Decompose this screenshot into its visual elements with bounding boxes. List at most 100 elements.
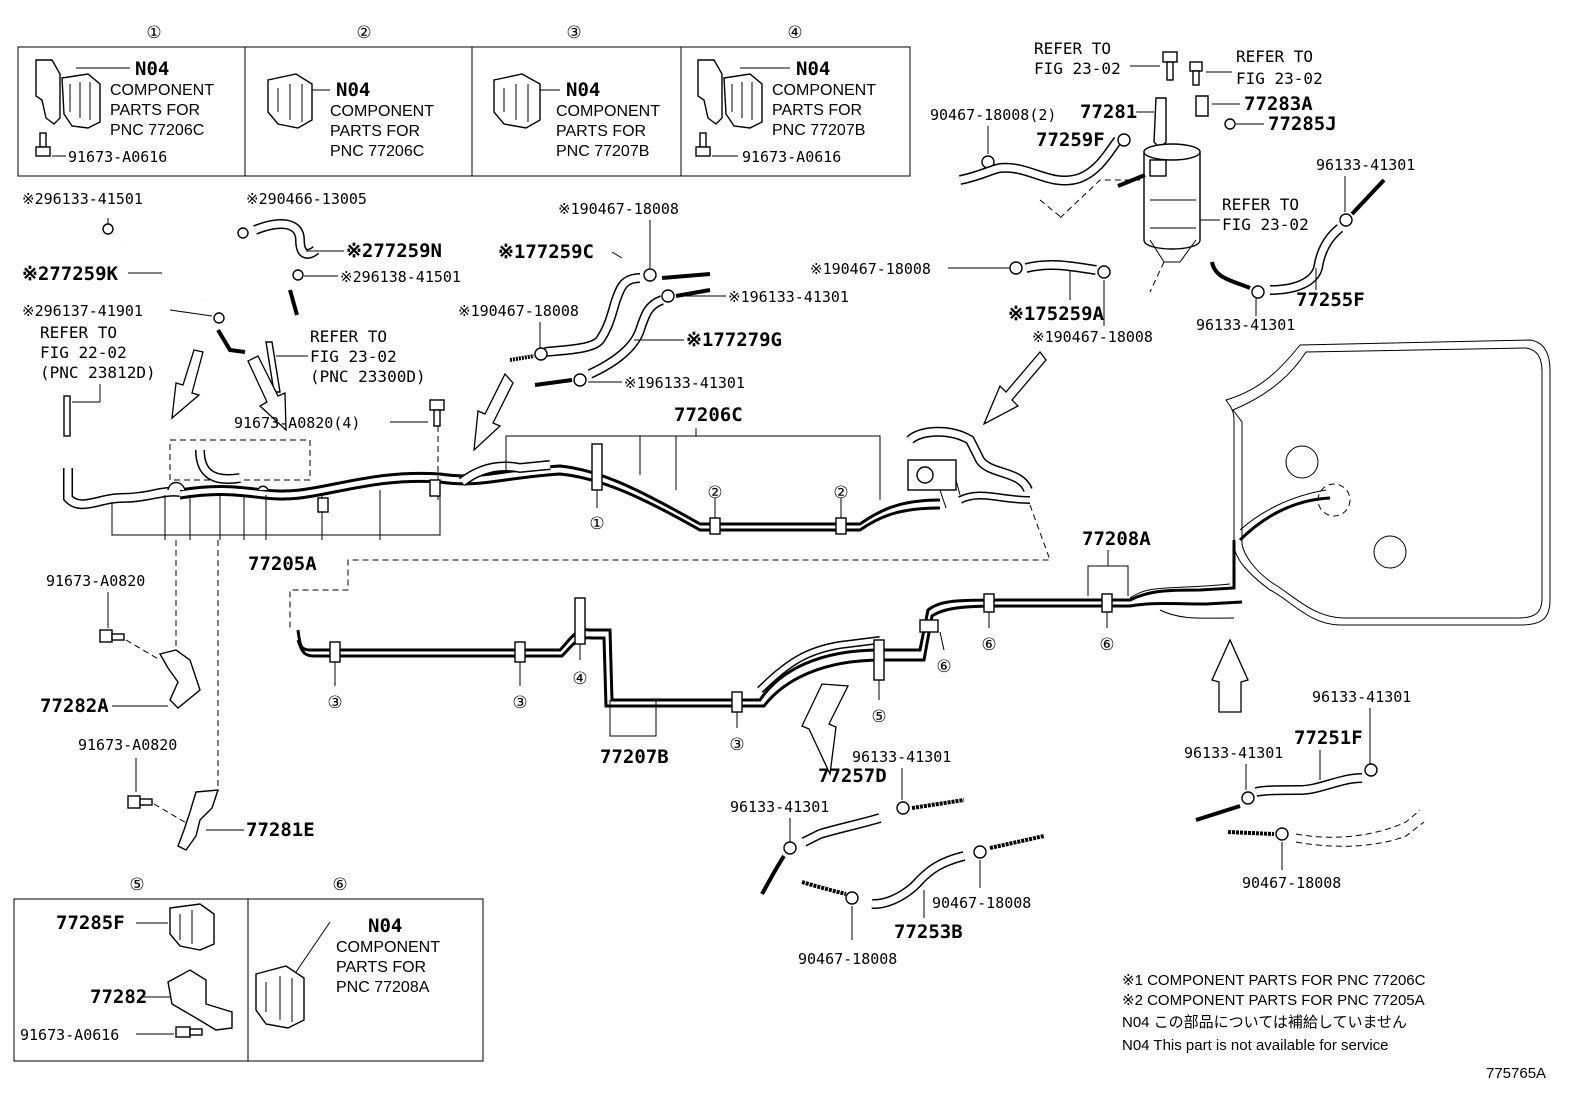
label-96133-41301-br2: 96133-41301 [1184,744,1283,762]
box5-part-2: 77282 [90,986,147,1008]
label-90467-18008-m2: 90467-18008 [798,950,897,968]
label-77282A: 77282A [40,695,109,717]
label-96133-41301-c2: ※196133-41301 [624,374,745,392]
bolt-icon [1189,61,1203,86]
callout-6c: ⑥ [1099,635,1114,654]
bolt-icon [35,132,51,157]
callout-1: ① [589,514,604,533]
label-77259N: ※277259N [346,240,442,262]
label-96133-41301-r1: 96133-41301 [1316,156,1415,174]
box3-desc-3: PNC 77207B [556,143,649,160]
label-90467-18008-br: 90467-18008 [1242,874,1341,892]
direction-arrow-icon [247,355,287,432]
clip-icon [102,223,114,235]
clip-icon [1097,265,1111,279]
box4-desc-1: COMPONENT [772,82,876,99]
box6-desc-2: PARTS FOR [336,959,426,976]
left-brackets: 91673-A0820 77282A 91673-A0820 77281E [40,540,315,851]
callout-3c: ③ [729,735,744,754]
label-91673-A0820-a: 91673-A0820 [46,572,145,590]
refer-fig-23-02-a3: (PNC 23300D) [310,367,426,386]
clamp-icon [35,59,101,129]
bracket-icon [167,903,233,1031]
clip-icon [845,891,859,905]
direction-arrow-icon [1211,638,1249,713]
label-77253B: 77253B [894,921,963,943]
label-77259K: ※277259K [22,263,119,285]
bolt-icon [1162,51,1178,81]
callout-6a: ⑥ [936,657,951,676]
label-77207B: 77207B [600,746,669,768]
upper-left-hoses: ※296133-41501 ※290466-13005 ※277259N ※29… [22,190,461,437]
label-96138-41501: ※296138-41501 [340,268,461,286]
component-box-group-bottom: ⑤ ⑥ 77285F 77282 91673-A0616 N04 COMPONE… [13,875,484,1062]
clip-icon [213,312,225,324]
box-number-2: ② [356,23,371,42]
clip-icon [1009,261,1023,275]
fuel-filter-icon [1143,143,1201,263]
clip-icon [292,269,304,281]
clip-icon [973,845,987,859]
valve-icon [907,459,957,491]
bracket-icon [177,789,220,851]
box3-desc-1: COMPONENT [556,103,660,120]
label-77259C: ※177259C [498,241,594,263]
bolt-icon [175,1026,203,1038]
clip-icon [896,801,910,815]
direction-arrow-icon [801,683,850,777]
direction-arrow-icon [171,349,204,420]
label-77255F: 77255F [1296,289,1365,311]
label-77206C: 77206C [674,404,743,426]
label-96133-41301-c1: ※196133-41301 [728,288,849,306]
label-90467-18008-c1: ※190467-18008 [558,200,679,218]
label-90466-13005: ※290466-13005 [246,190,367,208]
box3-desc-2: PARTS FOR [556,123,646,140]
direction-arrow-icon [982,350,1047,426]
box4-desc-3: PNC 77207B [772,122,865,139]
label-96133-41301-m1: 96133-41301 [852,748,951,766]
callout-2a: ② [707,483,722,502]
clip-icon [1117,133,1131,147]
box-number-1: ① [146,23,161,42]
clip-icon [1364,763,1378,777]
clip-icon [573,373,587,387]
box2-desc-3: PNC 77206C [330,143,424,160]
lower-center-hoses: 77257D 96133-41301 96133-41301 90467-180… [730,748,1045,968]
callout-6b: ⑥ [981,635,996,654]
box2-code: N04 [336,79,370,101]
label-77251F: 77251F [1294,727,1363,749]
box4-bolt: 91673-A0616 [742,148,841,166]
box6-code: N04 [368,915,402,937]
lower-pipe-assembly: ③ ③ ④ ③ 77207B ⑤ ⑥ ⑥ ⑥ 77208A [296,528,1249,777]
top-right-components: REFER TO FIG 23-02 REFER TO FIG 23-02 90… [810,39,1415,426]
callout-3a: ③ [327,693,342,712]
label-90467-18008-r1: ※190467-18008 [810,260,931,278]
callout-4: ④ [572,669,587,688]
upper-pipe-assembly: 91673-A0820(4) 77205A 772 [63,372,1051,630]
clip-icon [643,268,657,282]
figure-id: 775765A [1486,1065,1546,1082]
label-77208A: 77208A [1082,528,1151,550]
box2-desc-2: PARTS FOR [330,123,420,140]
label-90467-18008-m1: 90467-18008 [932,894,1031,912]
refer-fig-23-02-a2: FIG 23-02 [310,347,397,366]
label-96137-41901: ※296137-41901 [22,302,143,320]
clip-icon [783,841,797,855]
fuel-tank-outline [1225,339,1551,626]
label-90467-18008-r2: ※190467-18008 [1032,328,1153,346]
bolt-icon [127,795,153,809]
label-77259F: 77259F [1036,129,1105,151]
label-77257D: 77257D [818,765,887,787]
label-91673-A0820-b: 91673-A0820 [78,736,177,754]
refer-fig-top1-1: REFER TO [1034,39,1111,58]
box5-part-1: 77285F [56,912,125,934]
direction-arrow-icon [473,372,514,452]
box1-desc-2: PARTS FOR [110,102,200,119]
box1-bolt: 91673-A0616 [68,148,167,166]
label-77281E: 77281E [246,819,315,841]
label-91673-A0820-4: 91673-A0820(4) [234,414,360,432]
box6-desc-3: PNC 77208A [336,979,430,996]
lower-right-hoses: 96133-41301 77251F 96133-41301 90467-180… [1184,688,1425,892]
box-number-5: ⑤ [129,875,144,894]
